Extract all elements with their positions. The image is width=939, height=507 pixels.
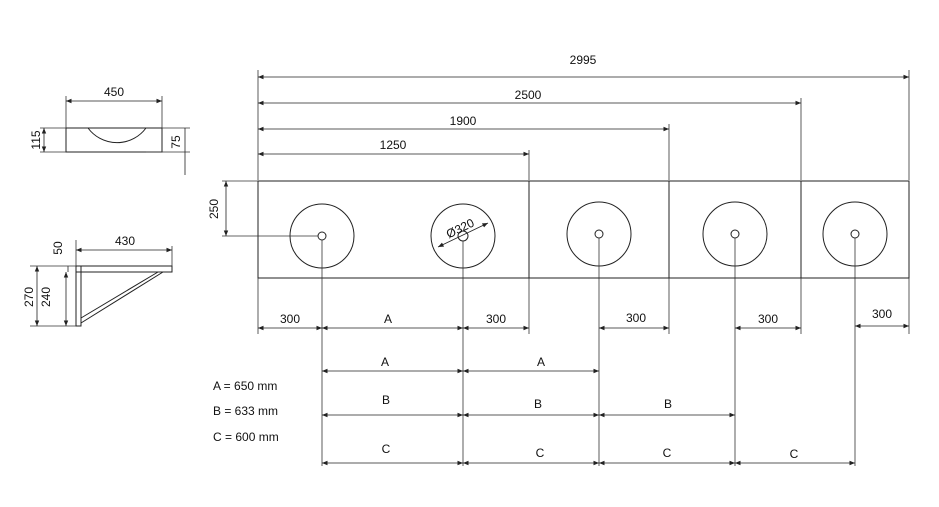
dim-300-left: 300 [280, 312, 300, 326]
legend-b: B = 633 mm [213, 404, 278, 418]
dim-b-1: B [382, 393, 390, 407]
dim-b-2: B [534, 397, 542, 411]
dim-a-1: A [381, 355, 389, 369]
dim-c-2: C [536, 446, 545, 460]
edge-distance-row: 300 A 300 300 300 300 [258, 307, 909, 331]
spacing-b-row: B B B [322, 393, 735, 418]
height-240-label: 240 [39, 287, 53, 307]
spacing-a-row: A A [322, 355, 599, 374]
height-115-label: 115 [29, 130, 43, 149]
legend-c: C = 600 mm [213, 430, 279, 444]
width-450-label: 450 [104, 85, 124, 99]
legend: A = 650 mm B = 633 mm C = 600 mm [213, 379, 279, 444]
dim-c-3: C [663, 446, 672, 460]
dim-300-mid3: 300 [758, 312, 778, 326]
counter-outline [257, 180, 910, 279]
height-270-label: 270 [22, 287, 36, 307]
dim-c-4: C [790, 447, 799, 461]
thickness-50-label: 50 [51, 241, 65, 255]
legend-a: A = 650 mm [213, 379, 277, 393]
basin-section-view: 450 115 75 [29, 85, 190, 175]
basin-row-plan: Ø320 250 [207, 180, 910, 279]
dim-300-mid2: 300 [626, 311, 646, 325]
dim-a-2: A [537, 355, 545, 369]
height-250-label: 250 [207, 199, 221, 219]
dim-2995-label: 2995 [570, 53, 597, 67]
dim-2500-label: 2500 [515, 88, 542, 102]
spacing-c-row: C C C C [322, 442, 855, 466]
depth-75-label: 75 [169, 135, 183, 149]
center-lines [257, 238, 910, 466]
dim-300-mid1: 300 [486, 312, 506, 326]
dim-1250-label: 1250 [380, 138, 407, 152]
dim-a-top: A [384, 312, 392, 326]
overall-dimensions: 2995 2500 1900 1250 [257, 53, 910, 180]
diameter-label: Ø320 [444, 216, 477, 242]
width-430-label: 430 [115, 234, 135, 248]
dim-300-right: 300 [872, 307, 892, 321]
dim-1900-label: 1900 [450, 114, 477, 128]
dim-b-3: B [664, 397, 672, 411]
dim-c-1: C [382, 442, 391, 456]
bracket-side-view: 430 50 270 240 [22, 234, 173, 327]
